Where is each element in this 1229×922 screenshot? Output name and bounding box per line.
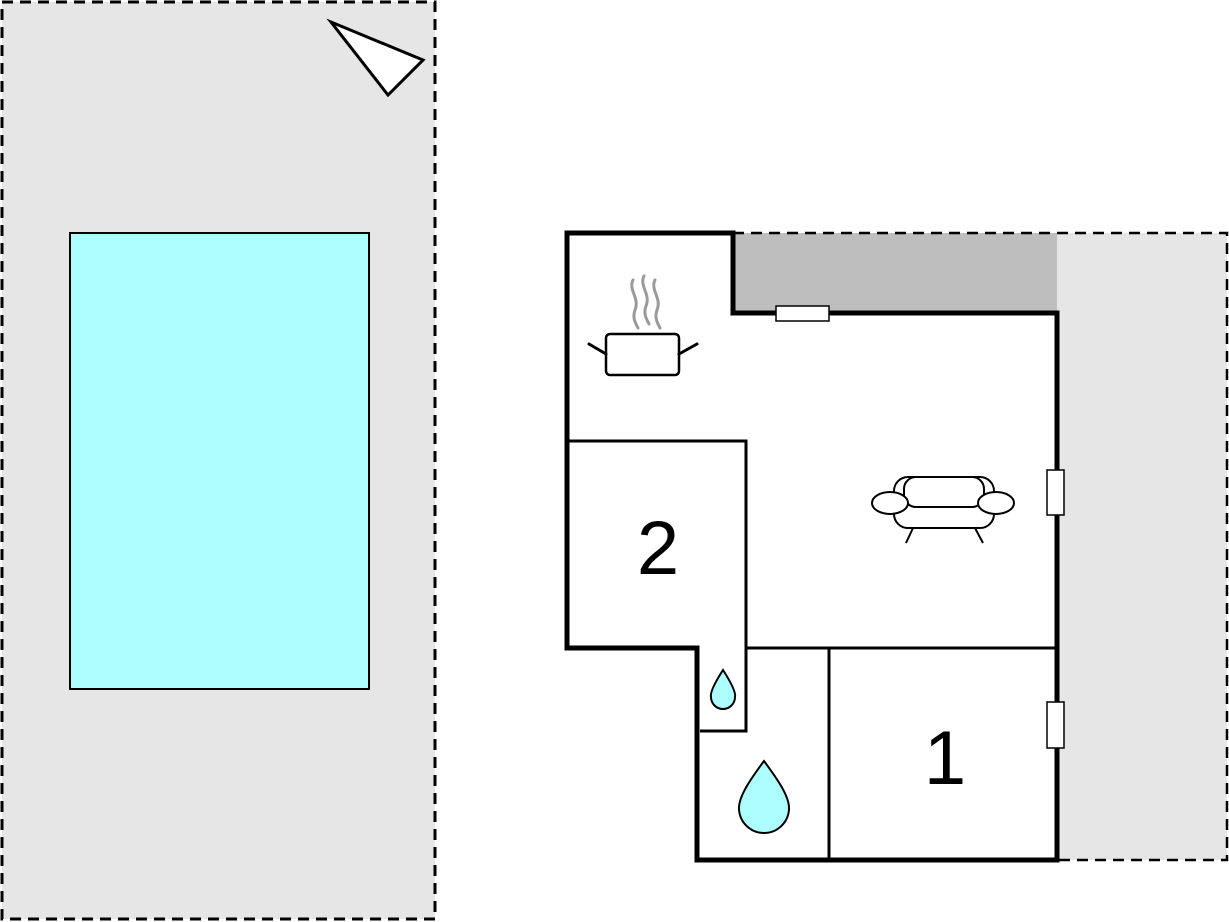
kitchen-pot-icon [587,274,699,377]
side-terrace-border [1057,231,1229,862]
covered-terrace [733,233,1057,313]
house-outer-wall [564,230,1060,863]
window-icon [1046,469,1065,516]
sofa-icon [871,476,1015,544]
water-drop-large-icon [737,759,791,834]
room-label-bedroom-2: 2 [637,506,679,591]
side-terrace [1057,233,1227,860]
north-arrow-icon [326,18,426,98]
swimming-pool [69,232,370,690]
window-icon [1046,701,1065,749]
room-label-bedroom-1: 1 [924,716,966,801]
house-interior [567,233,1057,860]
window-icon [775,305,830,322]
interior-walls [567,439,1057,860]
water-drop-small-icon [709,668,737,710]
